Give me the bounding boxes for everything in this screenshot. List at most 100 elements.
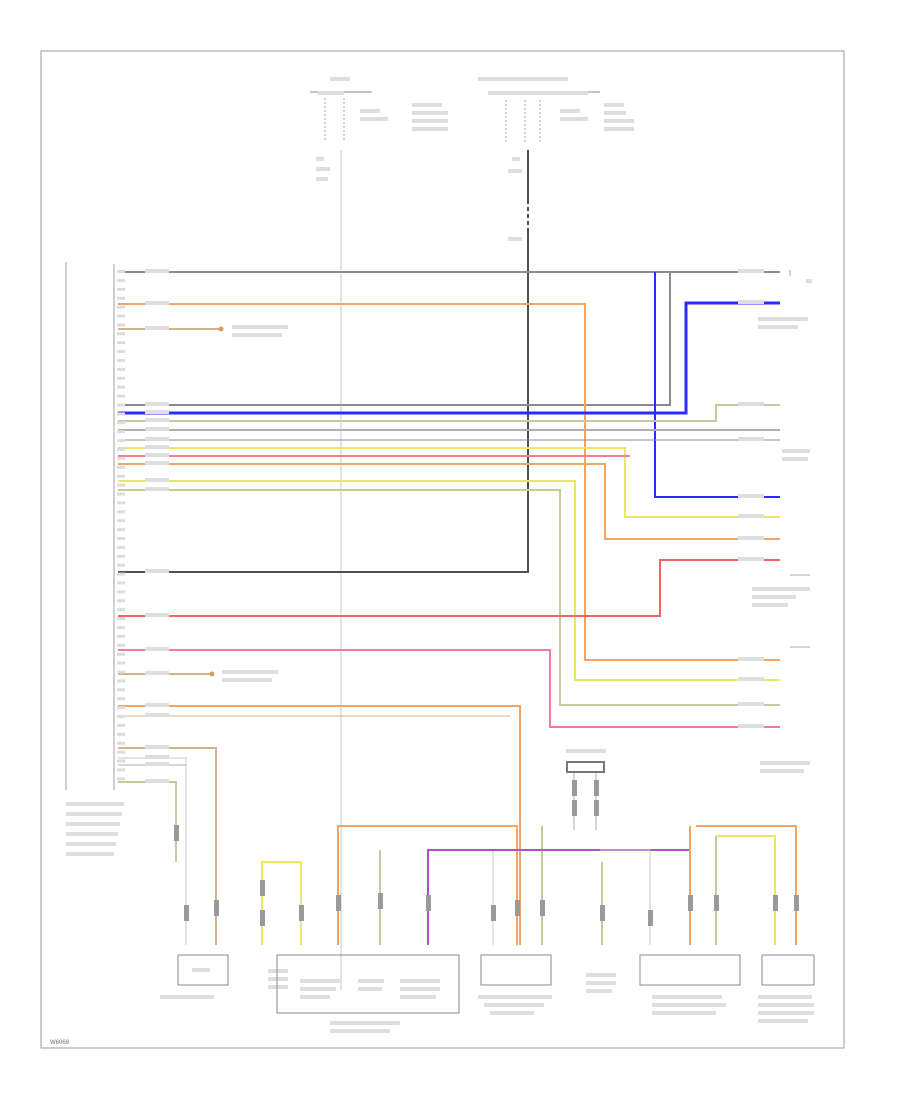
pin-number-label xyxy=(117,350,125,354)
connector-pin xyxy=(174,825,179,841)
component-caption xyxy=(752,587,810,591)
box-caption xyxy=(586,989,612,993)
wire-color-code xyxy=(145,703,169,707)
box-caption xyxy=(330,1029,390,1033)
pin-number-label xyxy=(117,323,125,327)
diagram-border xyxy=(40,50,845,1049)
gray-branch-wire-2 xyxy=(600,849,651,945)
relay-caption xyxy=(566,749,606,753)
pin-number-label xyxy=(117,563,125,567)
connector-pin xyxy=(426,895,431,911)
pin-number-label xyxy=(117,608,125,612)
pin-number-label xyxy=(117,367,125,371)
box-caption xyxy=(268,969,288,973)
pin-number-label xyxy=(117,412,125,416)
pin-number-label xyxy=(117,634,125,638)
module-box-left xyxy=(177,954,229,986)
box-caption xyxy=(758,1003,814,1007)
pin-number-label xyxy=(117,626,125,629)
connector-pin xyxy=(491,905,496,921)
module-caption xyxy=(66,812,122,816)
pin-number-label xyxy=(117,278,125,282)
component-caption xyxy=(760,761,810,765)
component-boxes xyxy=(177,954,815,1014)
pin-number-label xyxy=(117,572,125,576)
wire-color-code xyxy=(145,269,169,273)
wire-color-code xyxy=(738,724,764,728)
pin-number-label xyxy=(117,305,125,309)
pin-number-label xyxy=(117,741,125,745)
box-caption xyxy=(268,985,288,989)
connector-pin xyxy=(260,910,265,926)
connector-pin xyxy=(594,800,599,816)
yellow-wire-2 xyxy=(118,480,780,681)
orange-wire-3 xyxy=(118,705,521,945)
pin-number-label xyxy=(117,430,125,434)
connector-pin xyxy=(648,910,653,926)
fuse-caption xyxy=(604,111,626,115)
pin-number-label xyxy=(117,732,125,736)
connector-pin xyxy=(184,905,189,921)
box-caption xyxy=(478,995,552,999)
module-caption xyxy=(66,832,118,836)
wire-color-code xyxy=(738,402,764,406)
wire-color-code xyxy=(738,657,764,661)
pin-number-label xyxy=(117,697,125,701)
pin-number-label xyxy=(117,554,125,558)
fuse-caption xyxy=(488,91,588,95)
pin-number-label xyxy=(117,723,125,727)
fuse-caption xyxy=(560,109,580,113)
splice-dot xyxy=(218,326,224,332)
connector-pin xyxy=(572,780,577,796)
component-caption xyxy=(758,325,798,329)
connector-pin xyxy=(572,800,577,816)
pin-number-label xyxy=(117,510,125,514)
fuse-caption xyxy=(412,111,448,115)
wire-caption xyxy=(316,177,328,181)
module-caption xyxy=(66,822,120,826)
center-module-box xyxy=(480,954,552,986)
box-caption xyxy=(586,981,616,985)
gray-loop-wire xyxy=(118,271,671,406)
pin-number-label xyxy=(117,715,125,718)
connector-pin xyxy=(214,900,219,916)
box-caption xyxy=(400,987,440,991)
pin-number-label xyxy=(117,537,125,540)
orange-branch-wire-3 xyxy=(696,825,797,945)
component-caption xyxy=(782,449,810,453)
connector-pin xyxy=(299,905,304,921)
component-caption xyxy=(752,603,788,607)
splice-caption xyxy=(232,333,282,337)
fuse-caption xyxy=(604,127,634,131)
box-caption xyxy=(300,987,336,991)
box-caption xyxy=(300,995,330,999)
wire-color-code xyxy=(145,326,169,330)
pin-number-label xyxy=(117,661,125,665)
pin-number-label xyxy=(117,359,125,362)
pin-number-label xyxy=(117,759,125,763)
fuse-caption xyxy=(560,117,588,121)
module-caption xyxy=(66,842,116,846)
box-caption xyxy=(358,979,384,983)
wire-color-code xyxy=(145,671,169,675)
wire-color-code xyxy=(145,613,169,617)
wire-color-code xyxy=(145,487,169,491)
fuse-caption xyxy=(360,117,388,121)
wire-color-code xyxy=(145,762,169,766)
pin-number-label xyxy=(117,777,125,781)
pin-number-label xyxy=(117,519,125,523)
wire-color-code xyxy=(145,453,169,457)
pin-number-label xyxy=(117,670,125,674)
wire-color-code xyxy=(145,301,169,305)
connector-pin xyxy=(515,900,520,916)
pin-number-label xyxy=(117,287,125,291)
box-caption xyxy=(652,1011,716,1015)
pin-number-label xyxy=(117,376,125,380)
wire-caption xyxy=(508,237,522,241)
pin-number-label xyxy=(117,599,125,603)
wire-color-code xyxy=(145,461,169,465)
component-caption xyxy=(782,457,808,461)
fuse-caption xyxy=(478,77,568,81)
wires-layer xyxy=(118,150,797,990)
